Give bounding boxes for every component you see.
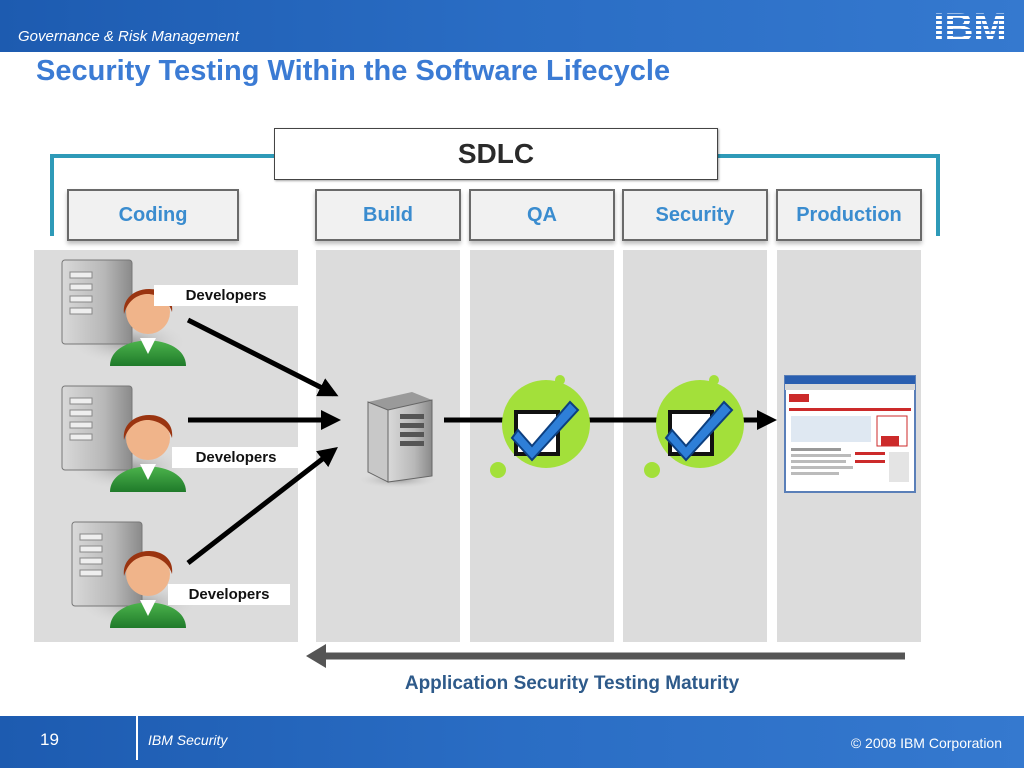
server-icon <box>358 392 438 488</box>
developers-label: Developers <box>172 447 300 468</box>
footer-left-text: IBM Security <box>148 732 228 748</box>
phase-tab-production: Production <box>776 189 922 241</box>
developer-workstation-icon <box>61 259 186 366</box>
phase-tab-qa: QA <box>469 189 615 241</box>
svg-text:IBM: IBM <box>933 6 1006 46</box>
phase-tab-build: Build <box>315 189 461 241</box>
checkmark-icon <box>644 375 744 478</box>
footer-bar <box>0 716 1024 768</box>
checkmark-icon <box>490 375 590 478</box>
developers-label: Developers <box>154 285 298 306</box>
developer-workstation-icon <box>71 521 196 628</box>
maturity-arrow-head <box>306 644 326 668</box>
phase-tab-security: Security <box>622 189 768 241</box>
developer-workstation-icon <box>61 385 186 492</box>
maturity-label: Application Security Testing Maturity <box>404 673 740 694</box>
phase-tab-coding: Coding <box>67 189 239 241</box>
ibm-logo-icon: IBM <box>933 6 1006 46</box>
header-bar <box>0 0 1024 52</box>
sdlc-label: SDLC <box>274 128 718 180</box>
footer-divider <box>136 716 138 760</box>
arrow-dev3-to-build <box>186 446 338 565</box>
developers-label: Developers <box>168 584 290 605</box>
arrow-dev1-to-build <box>186 317 339 397</box>
page-title: Security Testing Within the Software Lif… <box>36 55 671 87</box>
copyright-text: © 2008 IBM Corporation <box>850 735 1002 751</box>
web-application-icon <box>784 375 916 493</box>
header-subtitle: Governance & Risk Management <box>18 28 239 45</box>
page-number: 19 <box>40 730 59 749</box>
